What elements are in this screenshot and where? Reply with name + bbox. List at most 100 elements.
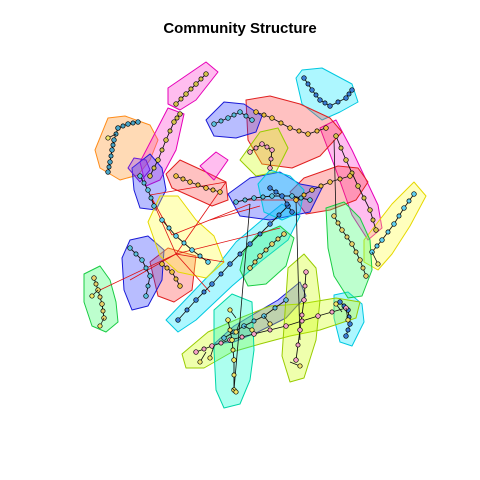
node-c4-12-1 — [159, 261, 165, 267]
long-edge-1 — [295, 199, 301, 341]
node-c1-2-mid-1 — [120, 123, 126, 129]
node-c5-16-1 — [127, 245, 133, 251]
node-c4-12-mid-1 — [164, 265, 170, 271]
node-c6-19-mid-1 — [201, 346, 207, 352]
node-c5-16-mid-3 — [145, 283, 151, 289]
twig-node-14 — [267, 321, 273, 327]
node-c3-6-3 — [317, 97, 323, 103]
community-hull-c6-20 — [281, 253, 321, 383]
node-c1-2-1 — [115, 125, 121, 131]
node-c4-9-3 — [287, 125, 293, 131]
node-c4-9-mid-2 — [278, 120, 284, 126]
node-c3-8-mid-2 — [201, 289, 207, 295]
node-c1-1-mid-2 — [110, 142, 116, 148]
node-c2-5-5 — [373, 227, 379, 233]
node-c1-1-mid-4 — [106, 164, 112, 170]
node-c10-26-1 — [225, 317, 231, 323]
node-c8-24-5 — [363, 273, 369, 279]
node-c5-17-1 — [221, 335, 227, 341]
node-c7-22-4 — [401, 205, 407, 211]
node-c5-14-2 — [145, 187, 151, 193]
node-c3-7-4 — [343, 333, 349, 339]
node-c4-11-1 — [293, 197, 299, 203]
node-c8-24-2 — [339, 227, 345, 233]
node-c3-7-1 — [337, 299, 343, 305]
node-c4-10-mid-1 — [180, 176, 186, 182]
node-c6-19-6 — [315, 313, 321, 319]
node-c2-5-mid-1 — [338, 145, 344, 151]
community-hull-c8-24 — [325, 201, 373, 299]
node-c3-8-4 — [227, 261, 233, 267]
node-c8-23-mid-3 — [100, 308, 106, 314]
twig-node-5 — [345, 317, 351, 323]
node-c6-20-1 — [293, 357, 299, 363]
node-c6-19-5 — [283, 323, 289, 329]
node-c5-15-1 — [233, 199, 239, 205]
twig-node-6 — [333, 301, 339, 307]
community-hull-c6-18 — [239, 127, 289, 177]
node-c10-26-2 — [229, 337, 235, 343]
twig-node-8 — [233, 389, 239, 395]
node-c2-5-1 — [333, 133, 339, 139]
node-c2-3-mid-2 — [188, 86, 194, 92]
node-c2-4-4 — [171, 119, 177, 125]
twig-node-11 — [375, 261, 381, 267]
node-c6-20-4 — [303, 269, 309, 275]
long-edge-3 — [333, 139, 337, 217]
node-c6-20-mid-3 — [302, 283, 308, 289]
node-c8-25-1 — [247, 265, 253, 271]
node-c3-8-mid-5 — [257, 231, 263, 237]
community-hull-c2-4 — [319, 119, 383, 241]
node-c6-18-3 — [269, 147, 275, 153]
node-c1-2-mid-2 — [130, 120, 136, 126]
community-hull-c3-7 — [165, 203, 301, 333]
node-c6-18-1 — [247, 149, 253, 155]
node-c6-19-mid-5 — [299, 318, 305, 324]
node-c4-11-2 — [309, 187, 315, 193]
node-c4-11-3 — [327, 179, 333, 185]
node-c6-18-mid-3 — [268, 156, 274, 162]
node-c8-24-mid-2 — [344, 234, 350, 240]
node-c2-3-4 — [203, 71, 209, 77]
node-c4-12-3 — [177, 283, 183, 289]
node-c4-9-5 — [323, 125, 329, 131]
node-c6-18-2 — [259, 141, 265, 147]
inter-community-edge-6 — [175, 253, 211, 293]
node-c2-3-2 — [183, 91, 189, 97]
node-c7-21-mid-3 — [197, 253, 203, 259]
node-c8-24-mid-4 — [360, 265, 366, 271]
node-c1-1-4 — [107, 159, 113, 165]
twig-node-12 — [105, 135, 111, 141]
node-c6-20-mid-2 — [299, 312, 305, 318]
node-c3-8-mid-3 — [218, 271, 224, 277]
node-c4-12-mid-2 — [173, 276, 179, 282]
node-c5-15-2 — [251, 195, 257, 201]
node-c3-7-3 — [347, 321, 353, 327]
node-c3-6-5 — [343, 95, 349, 101]
node-c5-16-3 — [147, 273, 153, 279]
node-c10-26-mid-2 — [230, 347, 236, 353]
node-c2-3-1 — [173, 101, 179, 107]
node-c3-27-3 — [289, 209, 295, 215]
node-c3-7-mid-3 — [345, 327, 351, 333]
node-c6-19-mid-2 — [218, 340, 224, 346]
node-c3-27-1 — [267, 185, 273, 191]
node-c4-10-1 — [173, 173, 179, 179]
node-c10-26-mid-1 — [227, 327, 233, 333]
community-hull-c2-12 — [199, 151, 229, 181]
node-c2-4-mid-1 — [151, 165, 157, 171]
node-c2-4-mid-4 — [174, 115, 180, 121]
node-c4-10-mid-3 — [210, 187, 216, 193]
long-edge-2 — [233, 203, 251, 391]
node-c7-22-5 — [411, 191, 417, 197]
node-c1-2-3 — [135, 119, 141, 125]
community-hull-c9-27 — [127, 157, 151, 183]
node-c2-3-3 — [193, 81, 199, 87]
node-c5-13-mid-2 — [231, 112, 237, 118]
node-c4-9-mid-1 — [261, 112, 267, 118]
node-c2-5-mid-4 — [370, 217, 376, 223]
node-c3-8-5 — [247, 241, 253, 247]
node-c2-5-2 — [343, 157, 349, 163]
node-c5-15-mid-2 — [260, 194, 266, 200]
